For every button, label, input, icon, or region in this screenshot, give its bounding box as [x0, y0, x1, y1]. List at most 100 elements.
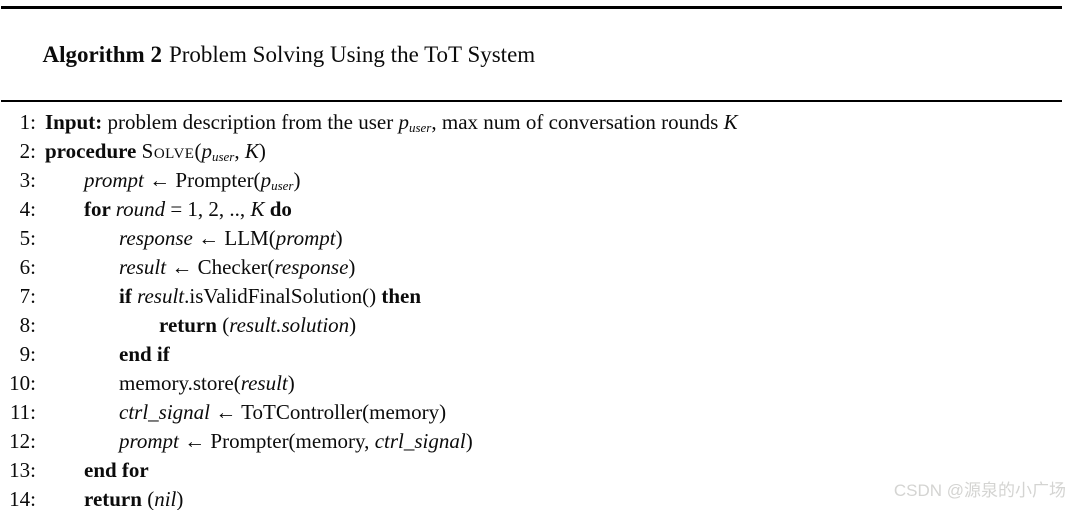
line-content: for round = 1, 2, .., K do	[45, 195, 292, 224]
code-segment-kw: for	[84, 196, 116, 221]
algorithm-line: 9: end if	[1, 340, 1062, 369]
line-number: 12:	[9, 428, 36, 453]
code-segment-var: response	[274, 254, 349, 279]
code-segment-txt: ← Checker(	[166, 254, 275, 279]
algorithm-line: 3:prompt ← Prompter(puser)	[1, 166, 1062, 195]
code-segment-var: ctrl_signal	[374, 428, 466, 453]
code-segment-txt: )	[258, 138, 266, 163]
line-content: Input: problem description from the user…	[45, 108, 738, 142]
algorithm-line: 2:procedure Solve(puser, K)	[1, 137, 1062, 166]
line-number: 5:	[19, 225, 36, 250]
code-segment-txt: ← Prompter(memory,	[178, 428, 375, 453]
code-segment-sc: Solve	[141, 138, 195, 163]
code-segment-txt: (	[194, 138, 202, 163]
code-segment-txt: )	[176, 486, 184, 510]
code-segment-txt: )	[349, 312, 357, 337]
code-segment-txt: problem description from the user	[102, 109, 399, 134]
algorithm-line: 14: return (nil)	[1, 485, 1062, 510]
code-segment-var: ctrl_signal	[119, 399, 211, 424]
code-segment-txt: )	[348, 254, 356, 279]
algorithm-line: 1: Input: problem description from the us…	[1, 108, 1062, 137]
code-segment-txt: (	[141, 486, 155, 510]
code-segment-txt: ← ToTController(memory)	[210, 399, 447, 424]
code-segment-kw: then	[381, 283, 422, 308]
line-content: end for	[45, 456, 149, 485]
algorithm-line: 8: return (result.solution)	[1, 311, 1062, 340]
code-segment-var: K	[723, 109, 738, 134]
code-segment-txt: ← LLM(	[192, 225, 276, 250]
code-segment-var: prompt	[275, 225, 336, 250]
code-segment-var: prompt	[119, 428, 179, 453]
code-segment-var: p	[201, 138, 212, 163]
code-segment-txt: memory.store(	[119, 370, 241, 395]
code-segment-var: result	[240, 370, 288, 395]
code-segment-kw: return	[84, 486, 142, 510]
line-number: 1:	[19, 109, 36, 134]
code-segment-var: response	[119, 225, 193, 250]
code-segment-txt: ← Prompter(	[143, 167, 261, 192]
algorithm-body: 1: Input: problem description from the us…	[1, 102, 1062, 510]
code-segment-kw: end if	[119, 341, 170, 366]
code-segment-kw: return	[159, 312, 217, 337]
code-segment-kw: do	[264, 196, 292, 221]
line-number: 11:	[9, 399, 36, 424]
line-number: 3:	[19, 167, 36, 192]
line-number: 7:	[19, 283, 36, 308]
algorithm-line: 12: prompt ← Prompter(memory, ctrl_signal…	[1, 427, 1062, 456]
line-number: 8:	[19, 312, 36, 337]
code-segment-var: result	[119, 254, 167, 279]
code-segment-txt: )	[465, 428, 473, 453]
line-number: 6:	[19, 254, 36, 279]
line-content: ctrl_signal ← ToTController(memory)	[45, 398, 446, 427]
code-segment-var: prompt	[84, 167, 144, 192]
algorithm-line: 13: end for	[1, 456, 1062, 485]
algorithm-line: 11: ctrl_signal ← ToTController(memory)	[1, 398, 1062, 427]
line-content: return (nil)	[45, 485, 183, 510]
code-segment-txt: )	[287, 370, 295, 395]
line-content: procedure Solve(puser, K)	[45, 137, 266, 171]
watermark: CSDN @源泉的小广场	[893, 481, 1066, 500]
code-segment-txt: , max num of conversation rounds	[431, 109, 724, 134]
line-number: 2:	[19, 138, 36, 163]
line-content: end if	[45, 340, 170, 369]
line-content: if result.isValidFinalSolution() then	[45, 282, 421, 311]
code-segment-txt: (	[216, 312, 230, 337]
code-segment-var: p	[260, 167, 272, 192]
code-segment-txt: = 1, 2, ..,	[165, 196, 251, 221]
line-number: 9:	[19, 341, 36, 366]
line-number: 13:	[9, 457, 36, 482]
algorithm-title: Problem Solving Using the ToT System	[168, 42, 536, 67]
code-segment-kw: if	[119, 283, 138, 308]
code-segment-txt: ,	[234, 138, 245, 163]
line-number: 14:	[9, 486, 36, 510]
code-segment-sub: user	[211, 148, 235, 164]
code-segment-var: K	[250, 196, 265, 221]
algorithm-label: Algorithm 2	[42, 42, 162, 67]
code-segment-kw: procedure	[45, 138, 142, 163]
code-segment-var: p	[398, 109, 409, 134]
algorithm-line: 7: if result.isValidFinalSolution() then	[1, 282, 1062, 311]
code-segment-var: nil	[154, 486, 177, 510]
algorithm-line: 5: response ← LLM(prompt)	[1, 224, 1062, 253]
code-segment-sub: user	[408, 119, 432, 135]
line-content: prompt ← Prompter(memory, ctrl_signal)	[45, 427, 473, 456]
line-number: 4:	[19, 196, 36, 221]
code-segment-txt: )	[293, 167, 301, 192]
line-content: prompt ← Prompter(puser)	[45, 166, 300, 200]
code-segment-var: round	[115, 196, 166, 221]
algorithm-line: 6: result ← Checker(response)	[1, 253, 1062, 282]
code-segment-txt: )	[335, 225, 343, 250]
line-content: result ← Checker(response)	[45, 253, 355, 282]
code-segment-var: result	[137, 283, 185, 308]
header-rule	[1, 100, 1062, 102]
line-content: response ← LLM(prompt)	[45, 224, 343, 253]
line-content: return (result.solution)	[45, 311, 356, 340]
line-number: 10:	[9, 370, 36, 395]
code-segment-kw: Input:	[45, 109, 103, 134]
line-content: memory.store(result)	[45, 369, 295, 398]
top-rule	[1, 6, 1062, 9]
code-segment-txt: .isValidFinalSolution()	[184, 283, 382, 308]
